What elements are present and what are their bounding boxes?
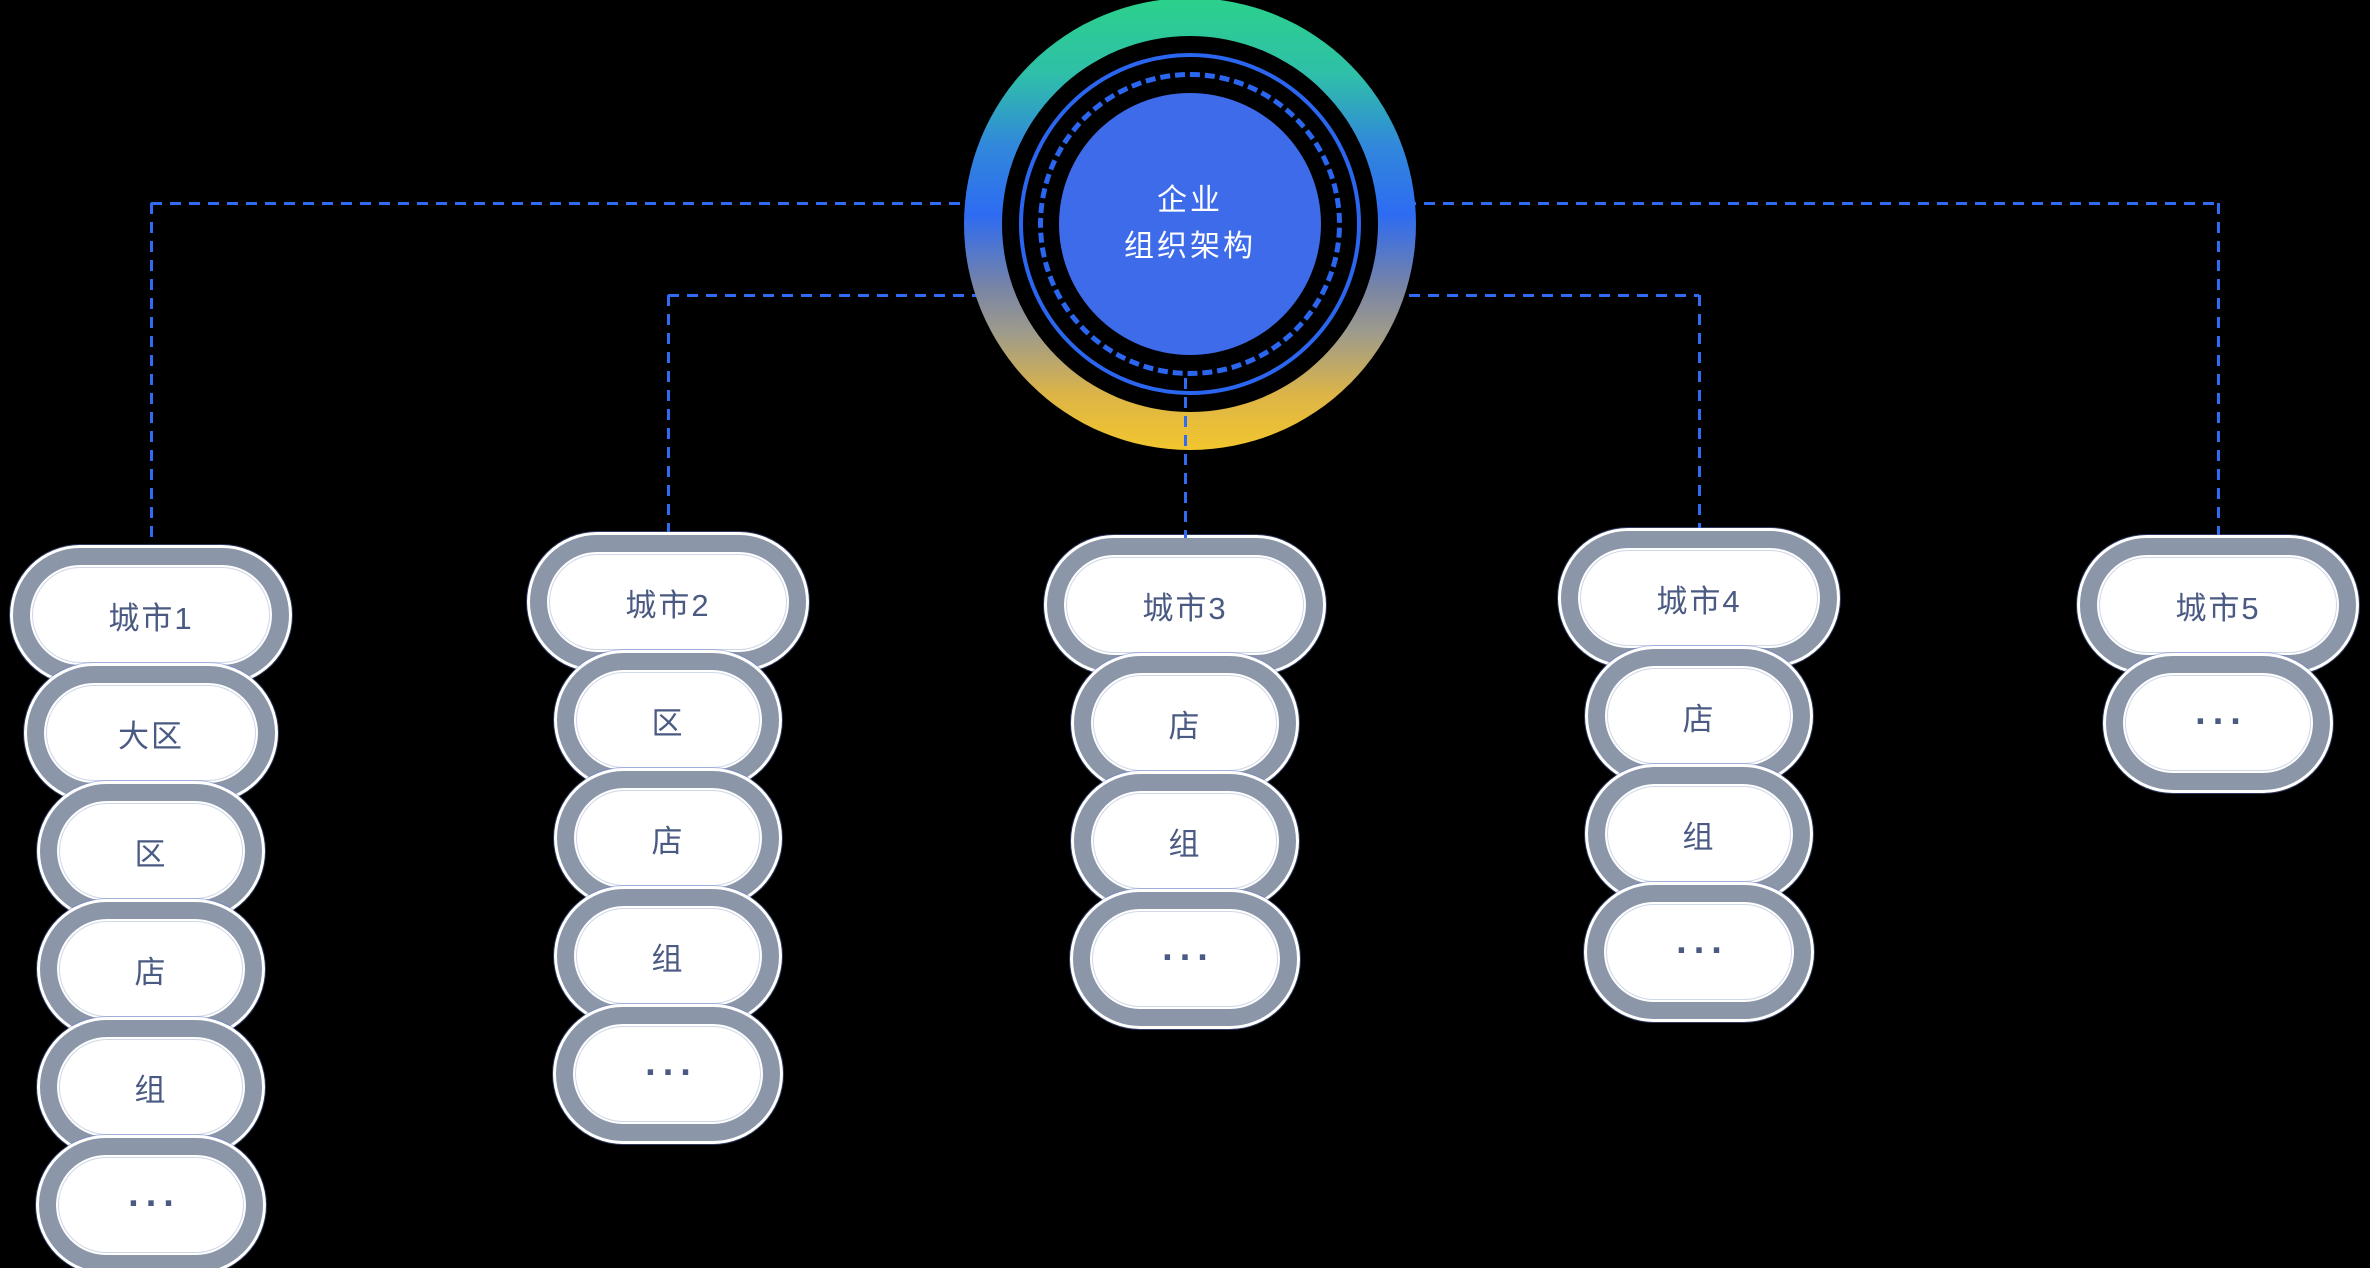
hub-title-line1: 企业 — [1157, 184, 1223, 217]
org-node-city5: 城市5 — [2080, 538, 2356, 672]
connector-drop-city1 — [150, 203, 153, 548]
column-city3: 城市3 店 组 ... — [1044, 538, 1326, 1026]
org-node-city3: 城市3 — [1047, 538, 1323, 672]
ellipsis-label: ... — [645, 1041, 698, 1084]
org-node-label: 城市1 — [108, 600, 194, 636]
ellipsis-label: ... — [128, 1172, 181, 1215]
org-node: 店 — [1588, 649, 1810, 783]
org-node-label: 组 — [134, 1072, 168, 1108]
org-node-label: 区 — [651, 705, 685, 741]
column-city5: 城市5 ... — [2077, 538, 2359, 790]
org-node: 组 — [1588, 767, 1810, 901]
connector-drop-city2 — [667, 295, 670, 535]
org-node: 组 — [557, 889, 779, 1023]
center-hub: 企业 组织架构 — [964, 0, 1416, 450]
connector-drop-city3 — [1184, 378, 1187, 538]
hub-title-line2: 组织架构 — [1124, 230, 1256, 263]
connector-drop-city4 — [1698, 295, 1701, 531]
org-node-label: 城市2 — [625, 587, 711, 623]
org-node-more: ... — [1587, 885, 1811, 1019]
org-node-label: 城市4 — [1656, 583, 1742, 619]
org-node: 店 — [1074, 656, 1296, 790]
org-node-more: ... — [1073, 892, 1297, 1026]
org-node-city4: 城市4 — [1561, 531, 1837, 665]
org-node-label: 城市3 — [1142, 590, 1228, 626]
column-city4: 城市4 店 组 ... — [1558, 531, 1840, 1019]
org-node-label: 组 — [1682, 819, 1716, 855]
org-node-city2: 城市2 — [530, 535, 806, 669]
org-node-label: 区 — [134, 836, 168, 872]
org-node: 店 — [40, 902, 262, 1036]
org-node: 区 — [40, 784, 262, 918]
ellipsis-label: ... — [1676, 919, 1729, 962]
org-node-more: ... — [39, 1138, 263, 1268]
column-city2: 城市2 区 店 组 ... — [527, 535, 809, 1141]
org-node-more: ... — [556, 1007, 780, 1141]
connector-drop-city5 — [2217, 203, 2220, 538]
org-node: 组 — [1074, 774, 1296, 908]
ellipsis-label: ... — [2195, 690, 2248, 733]
org-node-label: 城市5 — [2175, 590, 2261, 626]
org-node: 区 — [557, 653, 779, 787]
org-node-label: 大区 — [118, 718, 184, 754]
org-node: 店 — [557, 771, 779, 905]
column-city1: 城市1 大区 区 店 组 ... — [10, 548, 292, 1268]
org-node-city1: 城市1 — [13, 548, 289, 682]
org-node-label: 组 — [1168, 826, 1202, 862]
org-node-label: 店 — [1168, 708, 1202, 744]
org-node-label: 店 — [651, 823, 685, 859]
org-node-more: ... — [2106, 656, 2330, 790]
org-node-label: 店 — [1682, 701, 1716, 737]
org-node-label: 组 — [651, 941, 685, 977]
org-node-label: 店 — [134, 954, 168, 990]
org-node: 大区 — [27, 666, 275, 800]
org-node: 组 — [40, 1020, 262, 1154]
ellipsis-label: ... — [1162, 926, 1215, 969]
hub-disc: 企业 组织架构 — [1059, 93, 1321, 355]
